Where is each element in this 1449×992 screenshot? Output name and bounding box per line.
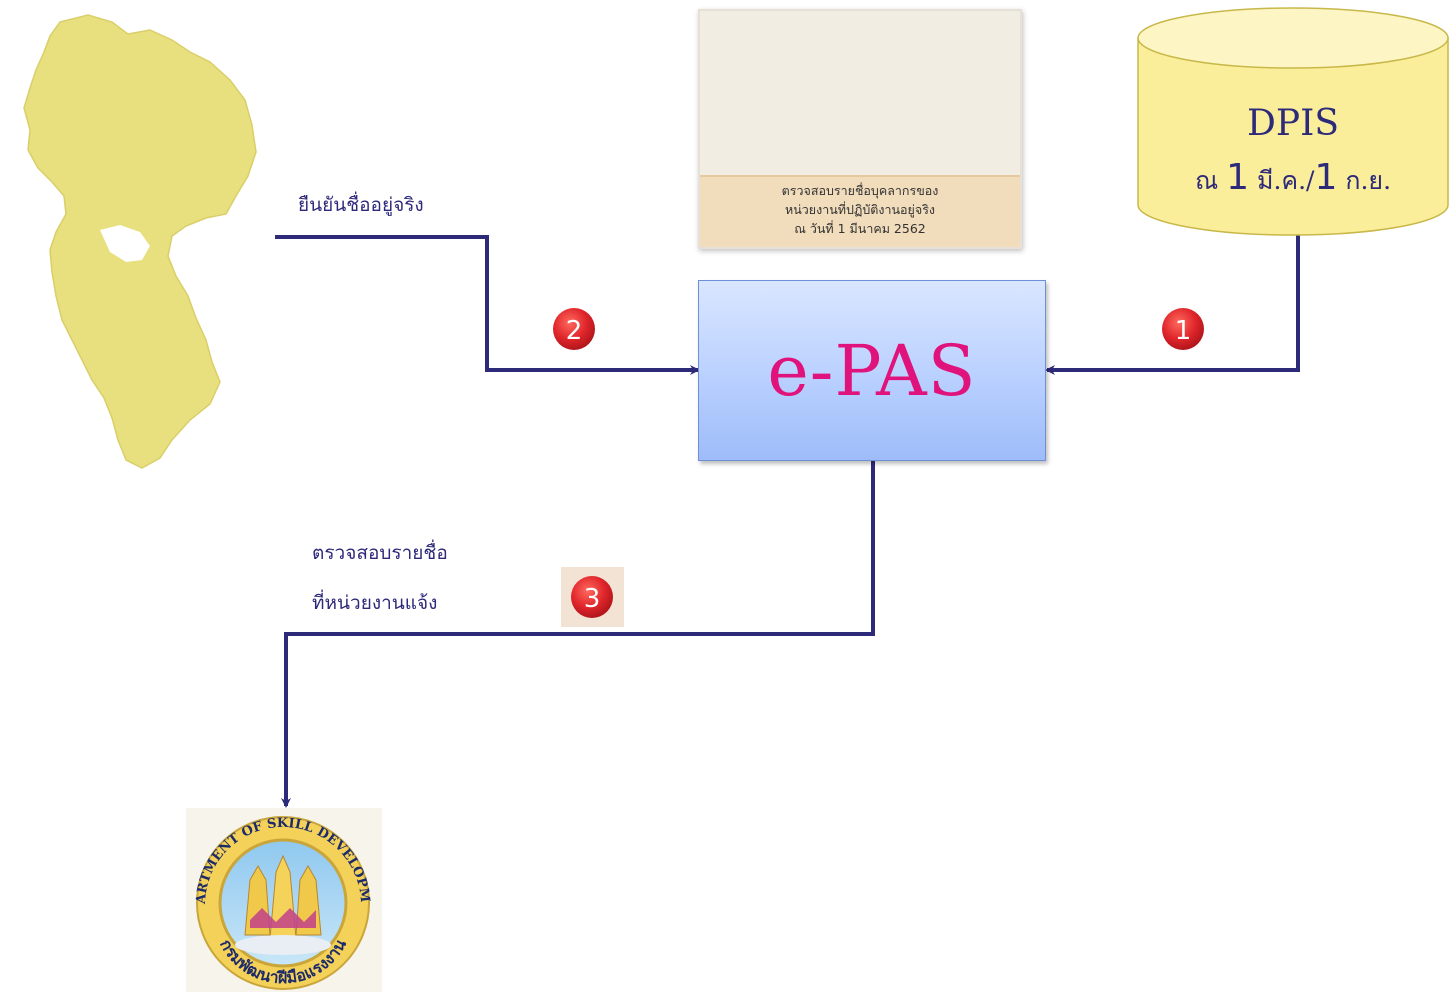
step-badge-3: 3	[561, 567, 624, 627]
poster-caption-line2: หน่วยงานที่ปฏิบัติงานอยู่จริง	[784, 202, 936, 217]
poster-caption-line1: ตรวจสอบรายชื่อบุคลากรของ	[781, 183, 939, 198]
label-check-line1: ตรวจสอบรายชื่อ	[312, 542, 448, 564]
dpis-mid: มี.ค./	[1249, 166, 1315, 195]
label-check-line2: ที่หน่วยงานแจ้ง	[312, 592, 438, 614]
epas-title: e-PAS	[767, 329, 977, 412]
dpis-title: DPIS	[1247, 103, 1339, 144]
poster-caption-line3: ณ วันที่ 1 มีนาคม 2562	[794, 221, 926, 236]
connectors	[275, 233, 1300, 808]
dpis-subtitle: ณ 1 มี.ค./1 ก.ย.	[1138, 157, 1448, 201]
step-badge-2: 2	[553, 308, 595, 350]
label-confirm-name: ยืนยันชื่ออยู่จริง	[298, 194, 424, 216]
step-2-label: 2	[566, 316, 583, 346]
step-badge-1: 1	[1162, 308, 1204, 350]
dpis-num2: 1	[1314, 157, 1338, 198]
thailand-map-icon	[23, 14, 257, 469]
poster-illustration	[700, 11, 1020, 175]
dpis-num1: 1	[1226, 157, 1250, 198]
connector-check	[281, 461, 875, 808]
connector-dpis	[1045, 233, 1300, 375]
epas-box: e-PAS	[698, 280, 1046, 461]
step-1-label: 1	[1175, 316, 1192, 346]
poster-card: ตรวจสอบรายชื่อบุคลากรของ หน่วยงานที่ปฏิบ…	[698, 9, 1022, 249]
step-3-label: 3	[584, 584, 601, 614]
connector-confirm	[275, 235, 700, 375]
poster-caption: ตรวจสอบรายชื่อบุคลากรของ หน่วยงานที่ปฏิบ…	[700, 175, 1020, 247]
dpis-suffix: ก.ย.	[1337, 166, 1392, 195]
database-cylinder-icon	[1137, 7, 1449, 236]
dpis-prefix: ณ	[1194, 166, 1227, 195]
